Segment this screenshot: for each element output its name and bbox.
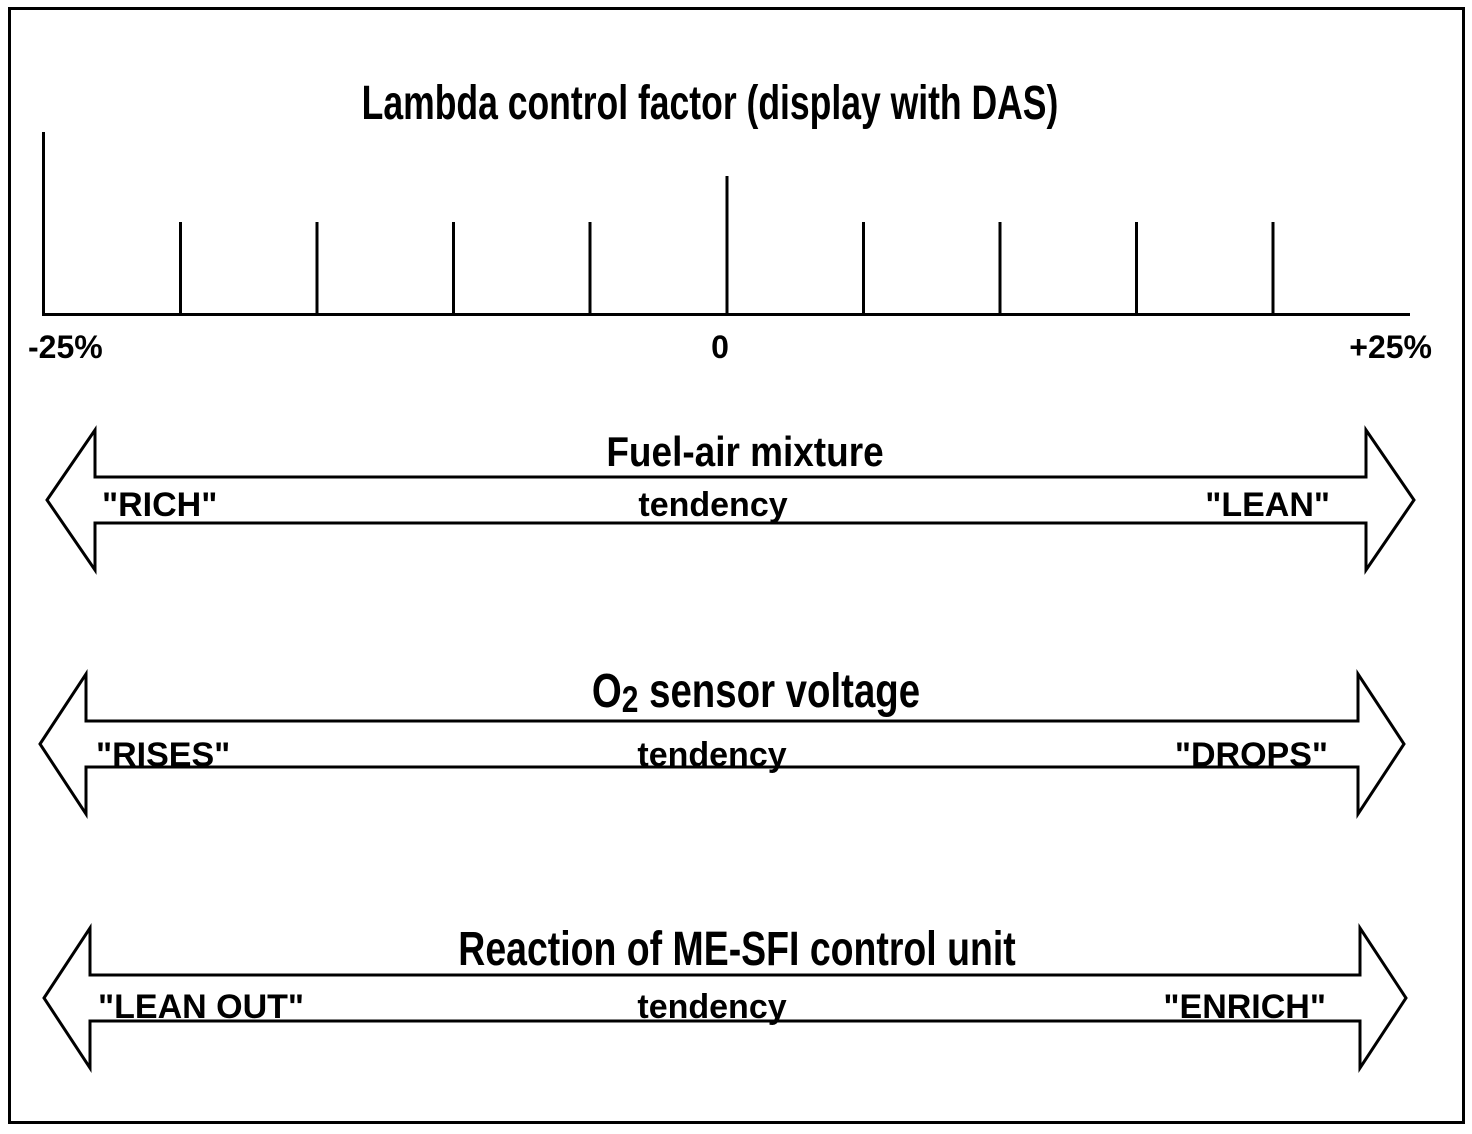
o2-tendency-label: tendency: [637, 736, 787, 774]
me-sfi-reaction-arrow: [42, 922, 1408, 1074]
o2-title-post: sensor voltage: [638, 665, 921, 718]
fuel-air-left-label: "RICH": [102, 486, 218, 524]
o2-sensor-voltage-arrow: [38, 668, 1406, 820]
figure-border: [8, 7, 1465, 1124]
scale-label-minus25: -25%: [28, 329, 103, 365]
o2-title-pre: O: [591, 665, 622, 718]
me-sfi-left-label: "LEAN OUT": [98, 988, 305, 1026]
me-sfi-tendency-label: tendency: [637, 988, 787, 1026]
scale-label-zero: 0: [711, 329, 729, 365]
fuel-air-right-label: "LEAN": [1205, 486, 1330, 524]
fuel-air-tendency-label: tendency: [638, 486, 788, 524]
scale-minor-ticks: [179, 222, 1275, 316]
lambda-scale: [42, 132, 1410, 316]
fuel-air-mixture-arrow: [45, 425, 1416, 575]
fuel-air-mixture-title: Fuel-air mixture: [606, 428, 884, 475]
o2-sensor-voltage-title: O2 sensor voltage: [592, 668, 920, 719]
scale-label-plus25: +25%: [1349, 329, 1432, 365]
o2-left-label: "RISES": [96, 736, 231, 774]
me-sfi-right-label: "ENRICH": [1163, 988, 1326, 1026]
o2-title-subscript: 2: [621, 678, 639, 721]
o2-right-label: "DROPS": [1174, 736, 1328, 774]
me-sfi-reaction-title: Reaction of ME-SFI control unit: [458, 923, 1016, 976]
diagram-title: Lambda control factor (display with DAS): [361, 77, 1059, 130]
